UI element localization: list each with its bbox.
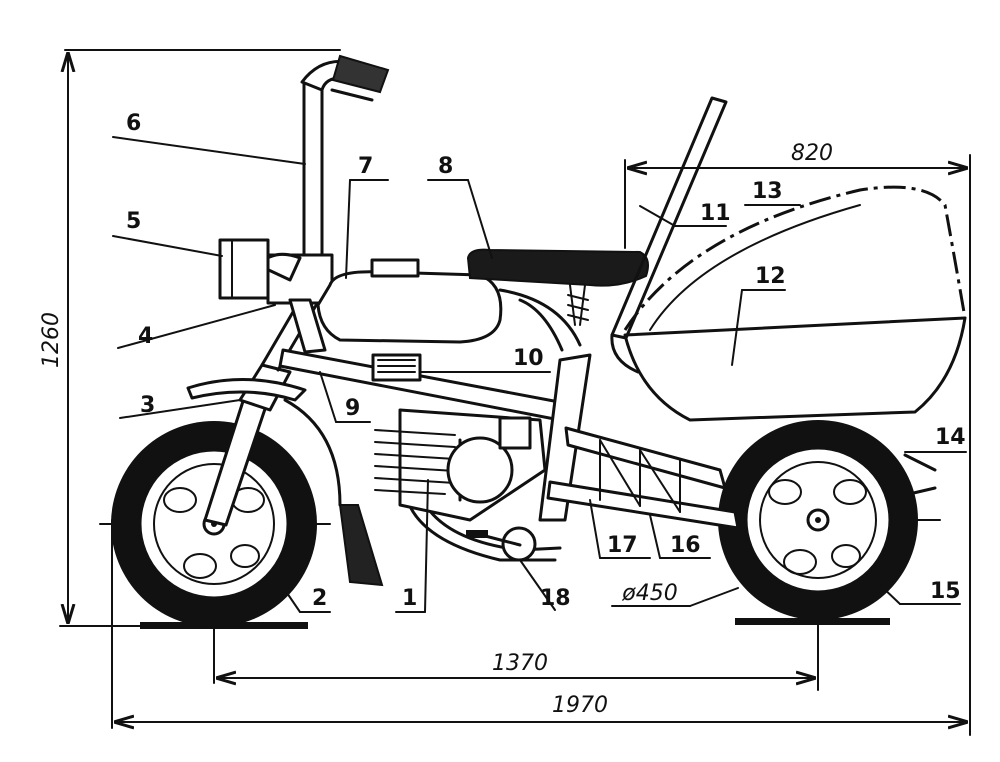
leader-lines bbox=[112, 136, 967, 613]
callout-17: 17 bbox=[607, 533, 638, 558]
wheelbase-dimension: 1370 bbox=[492, 651, 548, 676]
fuel-tank bbox=[316, 258, 503, 344]
callout-3: 3 bbox=[140, 393, 155, 418]
callout-11: 11 bbox=[700, 201, 731, 226]
callout-6: 6 bbox=[126, 111, 141, 136]
callout-1: 1 bbox=[402, 586, 417, 611]
pedal-crank bbox=[466, 526, 537, 562]
front-wheel bbox=[111, 421, 317, 627]
callout-13: 13 bbox=[752, 179, 783, 204]
length-dimension: 1970 bbox=[552, 693, 608, 718]
callout-2: 2 bbox=[312, 586, 327, 611]
seat bbox=[466, 248, 649, 326]
cargo-box bbox=[623, 185, 967, 422]
engine bbox=[371, 353, 547, 522]
backrest-frame bbox=[610, 96, 728, 374]
callout-16: 16 bbox=[670, 533, 701, 558]
callout-4: 4 bbox=[138, 324, 153, 349]
front-fender bbox=[186, 378, 384, 587]
frame bbox=[278, 288, 592, 562]
callout-9: 9 bbox=[345, 396, 360, 421]
callout-12: 12 bbox=[755, 264, 786, 289]
callout-7: 7 bbox=[358, 154, 373, 179]
height-dimension: 1260 bbox=[39, 312, 64, 368]
wheel-diameter-dimension: ø450 bbox=[621, 581, 677, 606]
callout-5: 5 bbox=[126, 209, 141, 234]
rear-swingarm bbox=[546, 426, 937, 530]
headlight bbox=[218, 238, 270, 300]
rear-wheel bbox=[718, 420, 918, 620]
top-width-dimension: 820 bbox=[791, 141, 833, 166]
callout-10: 10 bbox=[513, 346, 544, 371]
handlebar bbox=[256, 54, 390, 305]
callout-14: 14 bbox=[935, 425, 966, 450]
ground-lines bbox=[140, 618, 890, 629]
callout-8: 8 bbox=[438, 154, 453, 179]
callout-18: 18 bbox=[540, 586, 571, 611]
callout-15: 15 bbox=[930, 579, 961, 604]
